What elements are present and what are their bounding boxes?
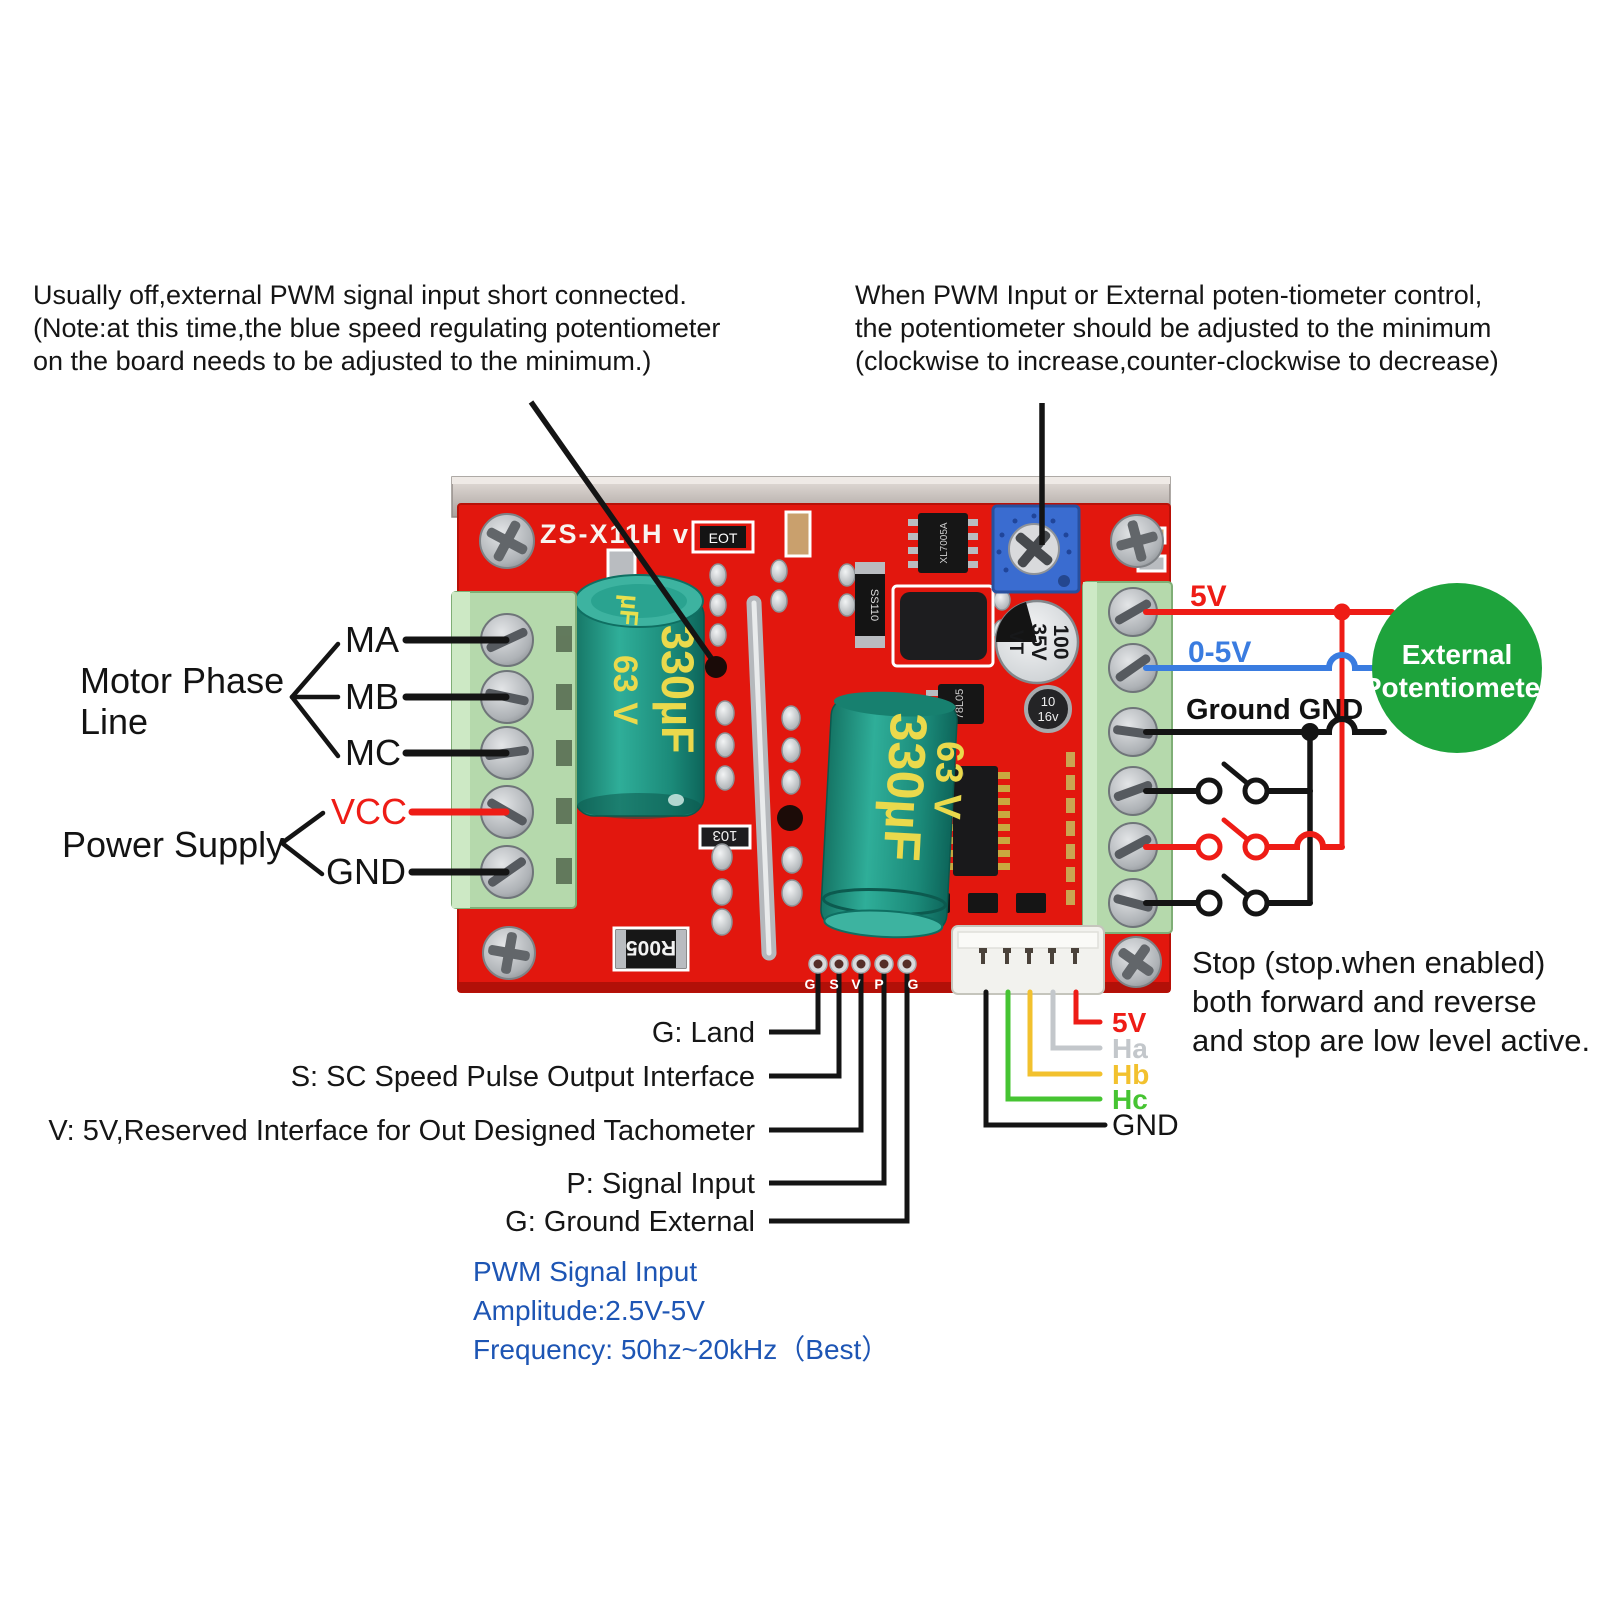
cap1-voltage: 63 V	[606, 655, 644, 725]
pin-label-g-ext: G: Ground External	[505, 1206, 755, 1238]
note-right-line1: When PWM Input or External poten-tiomete…	[855, 280, 1483, 310]
junction-5v	[1333, 603, 1351, 621]
switch-reverse	[1143, 873, 1313, 917]
external-potentiometer-label: External Potentiometer	[1342, 638, 1572, 704]
pad-label-s: S	[829, 976, 838, 992]
power-supply-label: Power Supply	[62, 824, 285, 865]
pad-label-g1: G	[805, 976, 816, 992]
harness-wire-ha	[1050, 989, 1103, 1051]
stop-note-line1: Stop (stop.when enabled)	[1192, 945, 1546, 980]
diode-label: SS110	[868, 589, 880, 621]
pin-callout-lines	[769, 968, 910, 1224]
smps-ic-label: XL7005A	[939, 522, 950, 563]
cap2-voltage: 63 V	[925, 740, 971, 821]
harness-label-hb: Hb	[1112, 1059, 1150, 1090]
cap1-rim-label: µF	[613, 593, 646, 626]
note-right: When PWM Input or External poten-tiomete…	[855, 279, 1499, 378]
motor-phase-line2: Line	[80, 701, 149, 742]
pointer-line-left-note	[528, 400, 719, 667]
harness-wire-hb	[1027, 989, 1103, 1077]
shunt-resistor-label: R005	[626, 936, 677, 959]
label-mc: MC	[345, 732, 401, 773]
right-circuit	[1143, 603, 1395, 917]
terminal-block-right	[1082, 581, 1173, 934]
board-hole	[705, 656, 727, 678]
note-left-line3: on the board needs to be adjusted to the…	[33, 346, 652, 376]
ecap-line2: 35V	[1027, 623, 1050, 660]
pad-label-p: P	[874, 976, 883, 992]
trimmer-potentiometer	[991, 504, 1081, 594]
external-potentiometer-line2: Potentiometer	[1362, 672, 1552, 703]
pin-label-g: G: Land	[651, 1017, 755, 1049]
pin-label-v: V: 5V,Reserved Interface for Out Designe…	[48, 1115, 755, 1147]
stop-note-line2: both forward and reverse	[1192, 984, 1537, 1019]
note-left-line2: (Note:at this time,the blue speed regula…	[33, 313, 721, 343]
cap2-value: 330µF	[872, 711, 938, 862]
label-ma: MA	[345, 619, 399, 660]
corner-screws	[479, 513, 1164, 988]
motor-phase-line1: Motor Phase	[80, 660, 285, 701]
edge-pads	[1066, 752, 1075, 905]
label-gnd: GND	[326, 851, 406, 892]
harness-wire-5v	[1073, 989, 1103, 1025]
ecap-line3: VT	[1005, 630, 1026, 655]
note-right-line3: (clockwise to increase,counter-clockwise…	[855, 346, 1499, 376]
pwm-note-line3: Frequency: 50hz~20kHz（Best）	[473, 1334, 890, 1365]
left-callouts	[279, 636, 510, 877]
pad-label-g2: G	[908, 976, 919, 992]
pin-label-s: S: SC Speed Pulse Output Interface	[290, 1061, 755, 1093]
scap-line2: 16v	[1038, 709, 1059, 724]
capacitor-330uf-2: 330µF 63 V	[820, 691, 971, 939]
capacitor-330uf-1: µF 330µF 63 V	[573, 574, 705, 819]
stop-note: Stop (stop.when enabled) both forward an…	[1192, 943, 1590, 1060]
note-left-line1: Usually off,external PWM signal input sh…	[33, 280, 687, 310]
jst-connector	[951, 925, 1105, 995]
motor-phase-label: Motor Phase Line	[80, 660, 284, 742]
switch-forward	[1143, 761, 1313, 805]
smps-ic: XL7005A	[908, 513, 978, 573]
wire-ground	[1143, 716, 1387, 735]
small-capacitor: 10 16v	[1024, 685, 1072, 733]
harness-label-gnd: GND	[1112, 1109, 1179, 1142]
label-mb: MB	[345, 676, 399, 717]
harness-wire-gnd	[983, 989, 1108, 1128]
res-eot-label: EOT	[709, 530, 738, 546]
external-potentiometer-line1: External	[1401, 639, 1513, 670]
wire-0-5v	[1143, 652, 1375, 671]
inductor	[900, 592, 987, 660]
junction-gnd	[1301, 723, 1319, 741]
label-0-5v: 0-5V	[1188, 636, 1252, 669]
res-103-label: 103	[712, 827, 737, 844]
pad-label-v: V	[851, 976, 861, 992]
pwm-note-line1: PWM Signal Input	[473, 1256, 698, 1287]
harness-label-ha: Ha	[1112, 1033, 1148, 1064]
regulator-label: 78L05	[954, 689, 966, 720]
label-5v: 5V	[1190, 580, 1227, 613]
cap1-value: 330µF	[652, 625, 703, 754]
harness-wire-hc	[1005, 989, 1103, 1102]
pwm-note: PWM Signal Input Amplitude:2.5V-5V Frequ…	[473, 1252, 889, 1369]
pwm-note-line2: Amplitude:2.5V-5V	[473, 1295, 705, 1326]
ecap-line1: 100	[1049, 624, 1072, 659]
scap-line1: 10	[1041, 694, 1055, 709]
signal-pads: G S V P G	[805, 954, 919, 992]
note-left: Usually off,external PWM signal input sh…	[33, 279, 720, 378]
external-potentiometer-circle	[1372, 583, 1542, 753]
pin-label-p: P: Signal Input	[566, 1168, 755, 1200]
harness-label-hc: Hc	[1112, 1084, 1148, 1115]
switch-stop	[1143, 817, 1345, 861]
mounting-hole	[777, 805, 803, 831]
harness-label-5v: 5V	[1112, 1007, 1147, 1038]
harness-wires	[983, 989, 1108, 1128]
terminal-screws-right	[1108, 587, 1158, 928]
note-right-line2: the potentiometer should be adjusted to …	[855, 313, 1492, 343]
diode: SS110	[855, 562, 885, 648]
pcb-board: ZS-X11H v1 EOT 103 R005	[451, 476, 1173, 993]
filter-capacitor: 100 35V VT	[994, 599, 1080, 685]
label-vcc: VCC	[331, 791, 408, 832]
label-ground-gnd: Ground GND	[1186, 694, 1364, 726]
stop-note-line3: and stop are low level active.	[1192, 1023, 1591, 1058]
